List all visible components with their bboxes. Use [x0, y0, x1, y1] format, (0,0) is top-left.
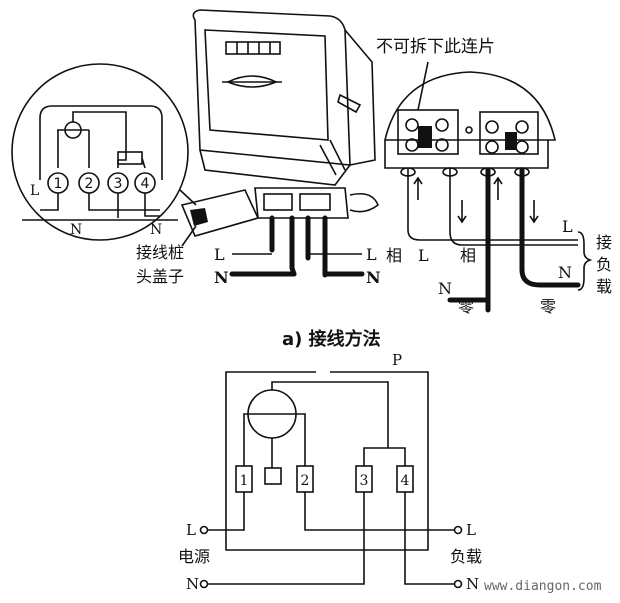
- schematic-label-P: P: [392, 351, 402, 369]
- load-side-label-2: 负: [596, 255, 612, 274]
- schematic-load-N: N: [466, 575, 479, 593]
- inset-terminal-1: 1: [54, 176, 63, 192]
- left-label-N: N: [214, 268, 229, 287]
- inset-terminal-2: 2: [85, 176, 94, 192]
- schematic-load-label: 负载: [450, 547, 482, 566]
- schematic-source-L: L: [186, 521, 196, 539]
- terminal-detail-inset: [383, 61, 593, 313]
- right-label-N: N: [366, 268, 381, 287]
- ling-label-1: 零: [458, 297, 474, 316]
- inset-terminal-3: 3: [114, 176, 123, 192]
- inset-label-N-2: N: [150, 222, 162, 238]
- meter-schematic: P 1 2 3 4: [199, 351, 463, 589]
- inset-terminal-4: 4: [141, 176, 150, 192]
- load-label-N: N: [558, 263, 572, 282]
- schematic-terminal-3: 3: [360, 473, 369, 489]
- inset-label-N-1: N: [70, 222, 82, 238]
- meter-illustration: [180, 9, 379, 278]
- terminal-cover-label-line2: 头盖子: [136, 267, 184, 286]
- load-side-label-1: 接: [596, 233, 612, 252]
- load-label-L: L: [562, 217, 573, 236]
- schematic-source-N: N: [186, 575, 199, 593]
- ling-label-2: 零: [540, 297, 556, 316]
- label-xiang-1: 相: [386, 246, 402, 265]
- ling-label-N: N: [438, 279, 452, 298]
- right-label-L: L: [366, 245, 377, 264]
- schematic-terminal-4: 4: [401, 473, 410, 489]
- watermark: www.diangon.com: [484, 579, 602, 594]
- schematic-load-L: L: [466, 521, 476, 539]
- schematic-terminal-2: 2: [301, 473, 310, 489]
- left-label-L: L: [214, 245, 225, 264]
- callout-no-remove: 不可拆下此连片: [376, 37, 495, 57]
- load-side-label-3: 载: [596, 277, 612, 296]
- schematic-terminal-1: 1: [240, 473, 249, 489]
- terminal-cover-label-line1: 接线桩: [136, 243, 184, 262]
- figure-a-caption: a) 接线方法: [282, 328, 381, 350]
- schematic-source-label: 电源: [178, 547, 210, 566]
- label-xiang-2: 相: [460, 246, 476, 265]
- inset-label-L: L: [30, 183, 39, 199]
- label-xiang-L: L: [418, 246, 429, 265]
- internal-wiring-inset: 1 2 3 4 L N N: [11, 63, 197, 241]
